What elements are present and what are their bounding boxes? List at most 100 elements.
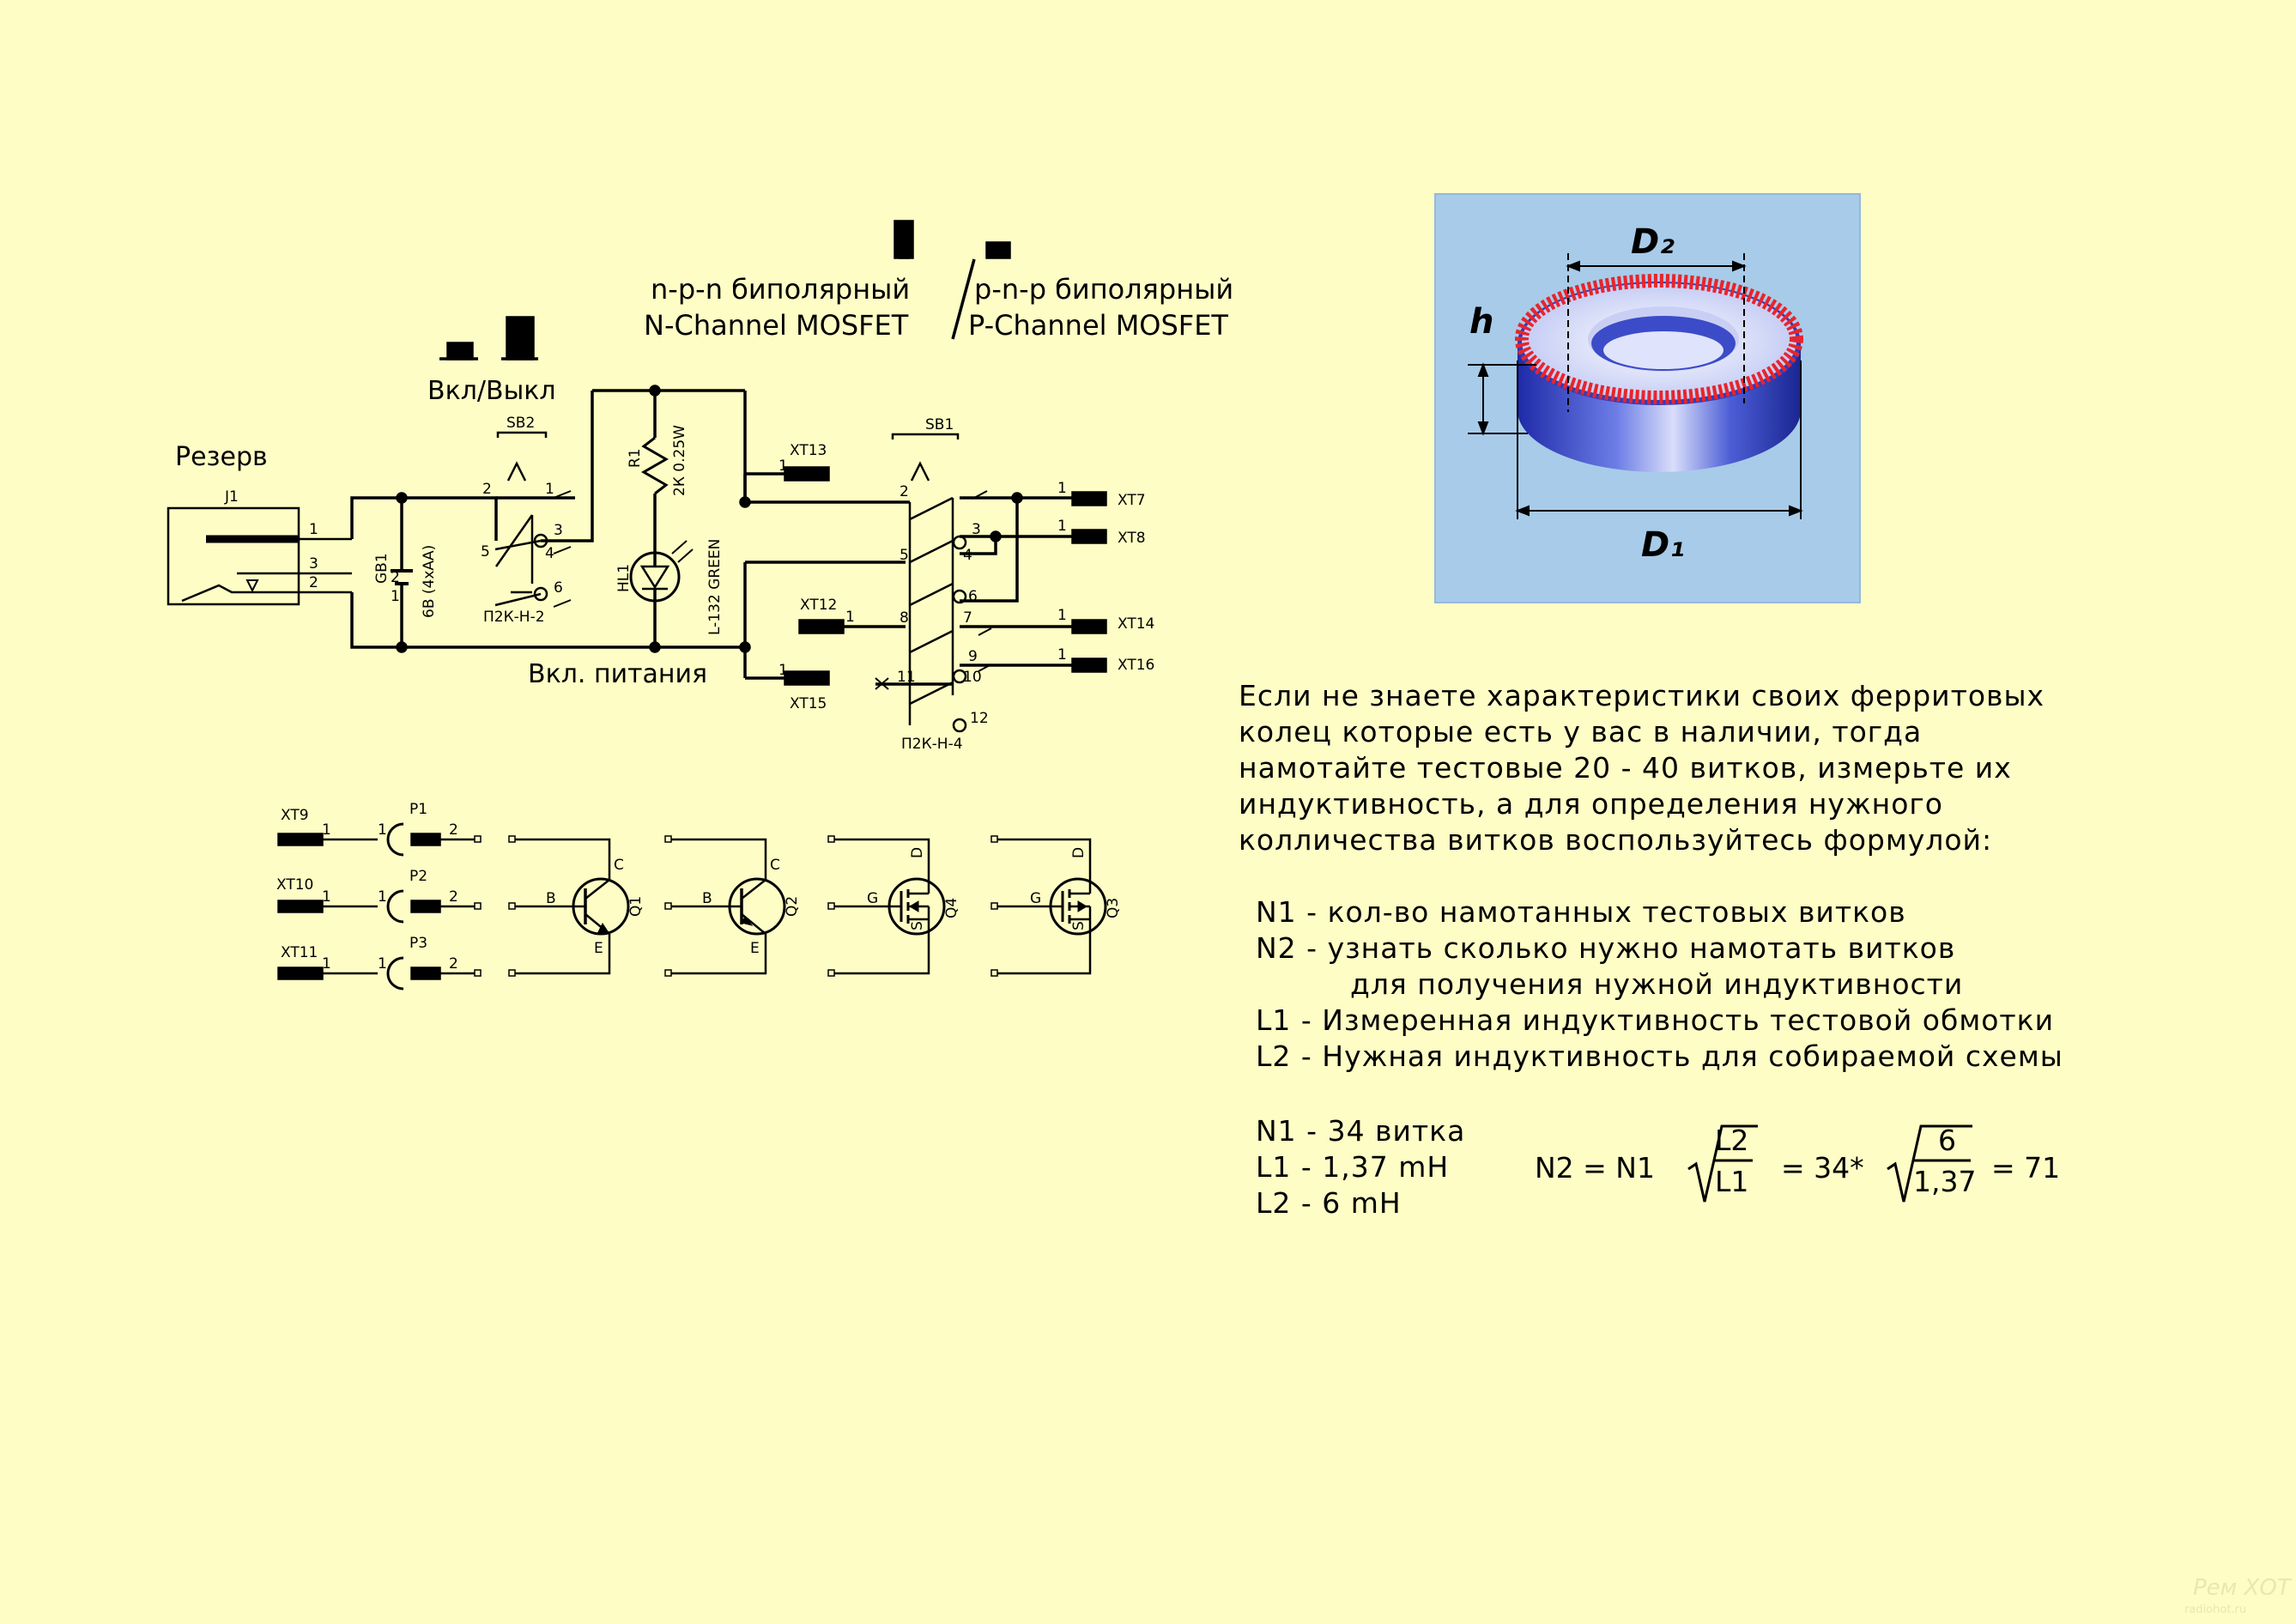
intro-line: колец которые есть у вас в наличии, тогд… [1239, 715, 1923, 748]
p1-label: P1 [409, 801, 427, 818]
pin-number: 11 [897, 669, 916, 686]
pin-number: 2 [900, 483, 909, 500]
hl1-value: L-132 GREEN [706, 539, 724, 635]
xt15-label: XT15 [790, 695, 827, 712]
pin-number: 6 [968, 588, 978, 605]
pin-number: 1 [778, 662, 788, 679]
sb2-label: SB2 [506, 415, 535, 432]
xt13-label: XT13 [790, 442, 827, 459]
pin-number: 1 [545, 481, 554, 498]
legend-npn-label: n-p-n биполярный [651, 273, 910, 306]
formula-denominator-1: L1 [1715, 1165, 1748, 1198]
pin-number: 5 [900, 547, 909, 564]
legend-line: L2 - Нужная индуктивность для собираемой… [1256, 1039, 2063, 1073]
pin-number: 2 [449, 888, 458, 906]
pin-number: 1 [1057, 646, 1067, 664]
xt14-label: XT14 [1118, 615, 1154, 633]
legend-nmos-label: N-Channel MOSFET [644, 309, 909, 342]
sb1-model: П2К-Н-4 [901, 736, 963, 753]
pin-number: 1 [1057, 480, 1067, 497]
legend-line: L1 - Измеренная индуктивность тестовой о… [1256, 1003, 2055, 1037]
on-off-label: Вкл/Выкл [427, 376, 556, 406]
q2-label: Q2 [784, 896, 801, 917]
gb1-value: 6В (4хАА) [421, 545, 438, 618]
intro-line: Если не знаете характеристики своих ферр… [1239, 679, 2045, 712]
given-n1: N1 - 34 витка [1256, 1114, 1466, 1148]
given-values: N1 - 34 витка L1 - 1,37 mH L2 - 6 mH [1256, 1113, 1465, 1221]
j1-label: J1 [224, 488, 239, 506]
pin-number: 3 [309, 555, 318, 573]
pin-number: 1 [845, 609, 855, 626]
gb1-label: GB1 [373, 553, 391, 584]
pin-label: C [770, 857, 780, 874]
d2-label: D₂ [1631, 222, 1675, 262]
pin-label: G [1030, 890, 1041, 907]
pin-label: E [750, 940, 760, 957]
xt9-label: XT9 [281, 807, 309, 824]
formula-denominator-2: 1,37 [1913, 1165, 1976, 1198]
pin-number: 12 [970, 710, 989, 727]
q1-label: Q1 [627, 896, 645, 917]
sb2-model: П2К-Н-2 [483, 609, 545, 626]
formula-numerator-2: 6 [1938, 1124, 1956, 1157]
formula-mid: = 34* [1781, 1151, 1864, 1185]
q4-label: Q4 [943, 898, 960, 918]
xt10-label: XT10 [276, 876, 313, 894]
pin-label: E [594, 940, 603, 957]
p3-label: P3 [409, 935, 427, 952]
pin-number: 1 [778, 458, 788, 475]
p2-label: P2 [409, 868, 427, 885]
legend-line: N1 - кол-во намотанных тестовых витков [1256, 895, 1906, 929]
xt8-label: XT8 [1118, 530, 1146, 547]
pin-number: 5 [481, 543, 490, 561]
intro-line: колличества витков воспользуйтесь формул… [1239, 823, 1993, 857]
pin-number: 1 [391, 588, 400, 605]
pin-label: D [909, 847, 926, 858]
pin-number: 2 [391, 569, 400, 586]
sb1-label: SB1 [925, 416, 954, 433]
pin-number: 7 [963, 609, 972, 627]
pin-number: 6 [554, 579, 563, 597]
info-text: Если не знаете характеристики своих ферр… [1239, 678, 2269, 1075]
given-l2: L2 - 6 mH [1256, 1186, 1402, 1220]
pin-number: 1 [309, 521, 318, 538]
pin-number: 1 [322, 821, 331, 839]
legend-line: для получения нужной индуктивности [1350, 967, 1964, 1001]
pin-number: 1 [1057, 607, 1067, 624]
formula: N2 = N1 L2 L1 = 34* 6 1,37 = 71 [1535, 1124, 2060, 1203]
pin-label: S [909, 921, 926, 930]
pin-label: B [546, 890, 556, 907]
legend-pnp-label: p-n-p биполярный [974, 273, 1233, 306]
xt11-label: XT11 [281, 944, 318, 961]
pin-label: S [1070, 921, 1087, 930]
pin-label: D [1070, 847, 1087, 858]
xt16-label: XT16 [1118, 657, 1154, 674]
pin-number: 2 [449, 955, 458, 973]
reserve-label: Резерв [175, 442, 268, 472]
formula-numerator-1: L2 [1715, 1124, 1748, 1157]
intro-line: индуктивность, а для определения нужного [1239, 787, 1943, 821]
pin-number: 3 [972, 521, 981, 538]
pin-number: 1 [1057, 518, 1067, 535]
pin-number: 2 [309, 574, 318, 591]
pin-number: 2 [482, 481, 492, 498]
intro-line: намотайте тестовые 20 - 40 витков, измер… [1239, 751, 2012, 785]
formula-lhs: N2 = N1 [1535, 1151, 1655, 1185]
q3-label: Q3 [1105, 898, 1122, 918]
d1-label: D₁ [1641, 525, 1685, 565]
legend-line: N2 - узнать сколько нужно намотать витко… [1256, 931, 1956, 965]
pin-number: 1 [322, 955, 331, 973]
xt12-label: XT12 [800, 597, 837, 614]
formula-result: = 71 [1991, 1151, 2060, 1185]
pin-number: 10 [963, 669, 982, 686]
watermark-url: radiohot.ru [2184, 1603, 2247, 1616]
r1-label: R1 [627, 448, 644, 468]
pin-label: B [702, 890, 712, 907]
pin-number: 1 [378, 955, 387, 973]
pin-number: 1 [322, 888, 331, 906]
pin-label: C [614, 857, 624, 874]
h-label: h [1469, 302, 1493, 342]
toroid-illustration: D₂ D₁ h [1434, 193, 1861, 603]
given-l1: L1 - 1,37 mH [1256, 1150, 1450, 1184]
